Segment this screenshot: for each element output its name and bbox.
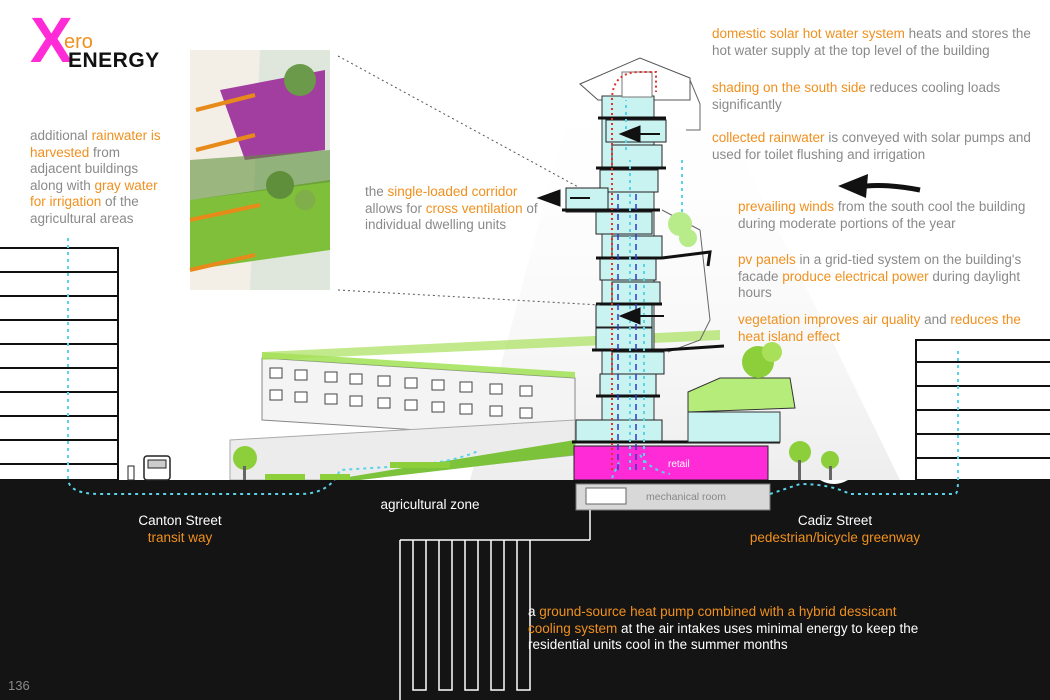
highlight-text: prevailing winds bbox=[738, 199, 835, 214]
cadiz-street-name: Cadiz Street bbox=[797, 513, 873, 528]
highlight-text: cross ventilation bbox=[425, 200, 523, 216]
hot-water-line bbox=[611, 71, 657, 470]
inset-perspective bbox=[189, 50, 330, 290]
trees bbox=[233, 212, 839, 480]
highlight-text: gray water for irrigation bbox=[30, 177, 158, 210]
body-text: heats and stores the hot water supply at… bbox=[712, 26, 1031, 58]
ground bbox=[0, 480, 1050, 700]
highlight-text: domestic solar hot water system bbox=[712, 26, 905, 41]
bus-icon bbox=[127, 455, 171, 481]
body-text: a bbox=[528, 604, 540, 619]
highlight-text: reduces the heat island effect bbox=[738, 312, 1021, 344]
body-text: from the south cool the building during … bbox=[738, 199, 1026, 231]
highlight-text: pv panels bbox=[738, 252, 796, 267]
cadiz-street-sub: pedestrian/bicycle greenway bbox=[749, 530, 921, 545]
annotation-rainwater-left: additional rainwater is harvested from a… bbox=[30, 128, 170, 227]
body-text: during daylight hours bbox=[738, 268, 1021, 301]
xero-energy-logo: X ero ENERGY bbox=[30, 8, 170, 74]
highlight-text: collected rainwater bbox=[712, 130, 825, 145]
canton-street-name: Canton Street bbox=[138, 513, 222, 528]
body-text: in a grid-tied system on the building's … bbox=[738, 252, 1022, 284]
retail-block bbox=[573, 445, 769, 481]
highlight-text: shading on the south side bbox=[712, 80, 866, 95]
annotation-prevailing-winds: prevailing winds from the south cool the… bbox=[738, 199, 1028, 232]
left-building bbox=[0, 247, 119, 481]
canton-street-label: Canton Street transit way bbox=[110, 512, 250, 546]
body-text: additional bbox=[30, 128, 92, 143]
geothermal-wells bbox=[399, 510, 591, 700]
logo-letter: X bbox=[30, 4, 73, 76]
logo-word-energy: ENERGY bbox=[68, 49, 160, 72]
body-text: at the air intakes uses minimal energy t… bbox=[528, 620, 919, 653]
canton-street-sub: transit way bbox=[147, 530, 213, 545]
annotation-vegetation: vegetation improves air quality and redu… bbox=[738, 312, 1038, 345]
body-text: is conveyed with solar pumps and used fo… bbox=[712, 130, 1031, 162]
body-text: from adjacent buildings along with bbox=[30, 144, 139, 193]
body-text: allows for bbox=[365, 200, 426, 216]
side-block bbox=[687, 377, 796, 443]
wind-arrow bbox=[838, 174, 921, 198]
body-text: of individual dwelling units bbox=[365, 200, 538, 233]
highlight-text: ground-source heat pump combined with a … bbox=[528, 604, 897, 636]
agricultural-zone-label: agricultural zone bbox=[380, 497, 480, 512]
agri-vegetation bbox=[265, 462, 450, 480]
corridor-arrows bbox=[536, 125, 664, 325]
retail-label: retail bbox=[668, 459, 690, 470]
right-building bbox=[915, 339, 1050, 481]
body-text: the bbox=[365, 184, 388, 199]
annotation-shading: shading on the south side reduces coolin… bbox=[712, 80, 1032, 113]
body-text: and bbox=[920, 312, 951, 327]
page-number: 136 bbox=[8, 678, 30, 693]
annotation-pv-panels: pv panels in a grid-tied system on the b… bbox=[738, 252, 1038, 302]
annotation-rainwater-right: collected rainwater is conveyed with sol… bbox=[712, 130, 1032, 163]
cadiz-street-label: Cadiz Street pedestrian/bicycle greenway bbox=[730, 512, 940, 546]
mechanical-room-label: mechanical room bbox=[646, 491, 726, 503]
highlight-text: rainwater is harvested bbox=[30, 128, 161, 160]
sun-cone bbox=[470, 70, 900, 480]
highlight-text: produce electrical power bbox=[782, 268, 929, 284]
low-rise-block bbox=[229, 352, 576, 481]
highlight-text: vegetation improves air quality bbox=[738, 312, 921, 327]
body-text: reduces cooling loads significantly bbox=[712, 80, 1001, 112]
body-text: of the agricultural areas bbox=[30, 194, 139, 226]
pump-line bbox=[617, 190, 637, 470]
annotation-geothermal: a ground-source heat pump combined with … bbox=[528, 604, 928, 654]
annotation-corridor: the single-loaded corridor allows for cr… bbox=[365, 184, 550, 234]
highlight-text: single-loaded corridor bbox=[387, 184, 518, 199]
annotation-solar-hot-water: domestic solar hot water system heats an… bbox=[712, 26, 1032, 59]
logo-word-ero: ero bbox=[64, 31, 93, 53]
